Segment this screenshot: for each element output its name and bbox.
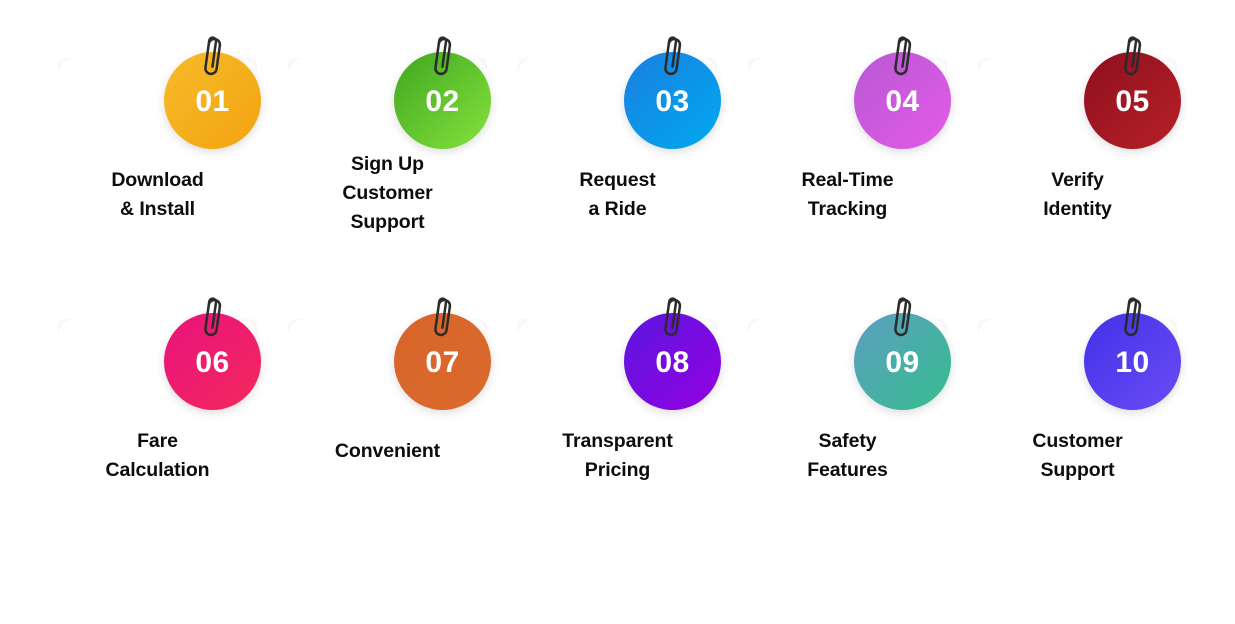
step-label: Convenient <box>288 437 487 466</box>
step-label-line: Tracking <box>807 197 888 220</box>
step-label-line: Support <box>1040 458 1115 481</box>
step-badge-08[interactable]: 08 <box>624 297 721 410</box>
step-number: 04 <box>885 84 920 118</box>
step-label-line: Identity <box>1043 197 1112 220</box>
paperclip-icon <box>426 28 459 85</box>
step-badge-03[interactable]: 03 <box>624 36 721 149</box>
step-label-line: Calculation <box>105 458 210 481</box>
step-label: Download & Install <box>58 166 257 224</box>
paperclip-icon <box>1116 289 1149 346</box>
step-badge-07[interactable]: 07 <box>394 297 491 410</box>
step-badge-05[interactable]: 05 <box>1084 36 1181 149</box>
step-badge-06[interactable]: 06 <box>164 297 261 410</box>
step-badge-10[interactable]: 10 <box>1084 297 1181 410</box>
step-number: 06 <box>195 345 230 379</box>
step-label-line: Request <box>579 169 656 191</box>
step-number: 09 <box>885 345 920 379</box>
step-number: 05 <box>1115 84 1150 118</box>
paperclip-icon <box>656 289 689 346</box>
step-label-line: Customer <box>1032 430 1123 452</box>
step-label-line: Transparent <box>562 430 673 452</box>
step-label-line: Fare <box>137 430 178 452</box>
paperclip-icon <box>656 28 689 85</box>
paperclip-icon <box>886 28 919 85</box>
step-label-line: Verify <box>1051 169 1104 191</box>
step-label: Request a Ride <box>518 166 717 224</box>
step-label-line: Download <box>111 169 204 191</box>
step-label-line: Pricing <box>584 458 651 481</box>
step-badge-01[interactable]: 01 <box>164 36 261 149</box>
step-label-line: Support <box>350 210 425 233</box>
step-badge-04[interactable]: 04 <box>854 36 951 149</box>
step-number: 07 <box>425 345 460 379</box>
paperclip-icon <box>426 289 459 346</box>
step-label-line: Safety <box>818 430 877 452</box>
paperclip-icon <box>196 28 229 85</box>
step-card-03[interactable]: Request a Ride 03 <box>518 36 721 278</box>
paperclip-icon <box>886 289 919 346</box>
step-number: 08 <box>655 345 690 379</box>
step-label-line: a Ride <box>588 197 647 220</box>
step-label-line: & Install <box>120 197 195 220</box>
step-number: 10 <box>1115 345 1150 379</box>
step-number: 01 <box>195 84 230 118</box>
step-card-07[interactable]: Convenient 07 <box>288 297 491 539</box>
step-label-line: Features <box>807 458 888 481</box>
step-label-line: Real-Time <box>801 169 894 191</box>
step-card-01[interactable]: Download & Install 01 <box>58 36 261 278</box>
step-number: 02 <box>425 84 460 118</box>
step-badge-09[interactable]: 09 <box>854 297 951 410</box>
step-badge-02[interactable]: 02 <box>394 36 491 149</box>
paperclip-icon <box>196 289 229 346</box>
paperclip-icon <box>1116 28 1149 85</box>
step-label-line: Convenient <box>334 440 441 462</box>
step-label-line: Sign Up <box>351 153 424 175</box>
step-label-line: Customer <box>342 181 433 204</box>
step-number: 03 <box>655 84 690 118</box>
